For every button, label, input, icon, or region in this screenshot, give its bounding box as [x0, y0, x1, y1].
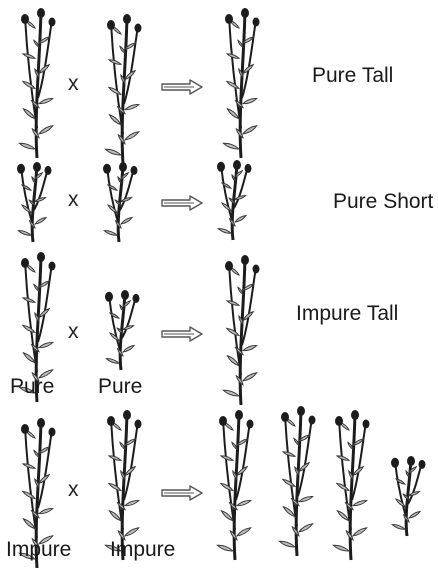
row3-parent-1-tall-plant-icon	[8, 252, 66, 403]
row2-cross-symbol: x	[68, 188, 79, 211]
row3-offspring-tall-plant-icon	[212, 255, 270, 406]
row3-parent-2-label: Pure	[98, 375, 143, 398]
row4-offspring-3-tall-plant-icon	[322, 410, 380, 561]
row3-double-arrow-right-icon	[160, 325, 204, 348]
row1-offspring-tall-plant-icon	[212, 8, 270, 159]
row2-offspring-short-plant-icon	[208, 160, 258, 241]
row4-offspring-2-tall-plant-icon	[268, 406, 326, 557]
row2-result-label: Pure Short	[333, 190, 434, 213]
row1-cross-symbol: x	[68, 72, 79, 95]
row2-double-arrow-right-icon	[160, 194, 204, 217]
row3-parent-2-short-plant-icon	[96, 290, 146, 371]
row4-parent-2-tall-plant-icon	[94, 410, 152, 561]
row3-parent-1-label: Pure	[10, 375, 55, 398]
row2-parent-1-short-plant-icon	[8, 162, 58, 243]
row4-parent-2-label: Impure	[110, 538, 176, 561]
row1-parent-1-tall-plant-icon	[8, 8, 66, 159]
row4-offspring-4-short-plant-icon	[382, 456, 432, 537]
row1-double-arrow-right-icon	[160, 78, 204, 101]
row4-cross-symbol: x	[68, 478, 79, 501]
row4-offspring-1-tall-plant-icon	[206, 410, 264, 561]
row1-result-label: Pure Tall	[312, 64, 394, 87]
row4-double-arrow-right-icon	[160, 484, 204, 507]
row4-parent-1-tall-plant-icon	[8, 418, 66, 568]
row3-cross-symbol: x	[68, 320, 79, 343]
row4-parent-1-label: Impure	[6, 538, 72, 561]
row3-result-label: Impure Tall	[296, 302, 399, 325]
row1-parent-2-tall-plant-icon	[94, 14, 152, 165]
row2-parent-2-short-plant-icon	[94, 162, 144, 243]
